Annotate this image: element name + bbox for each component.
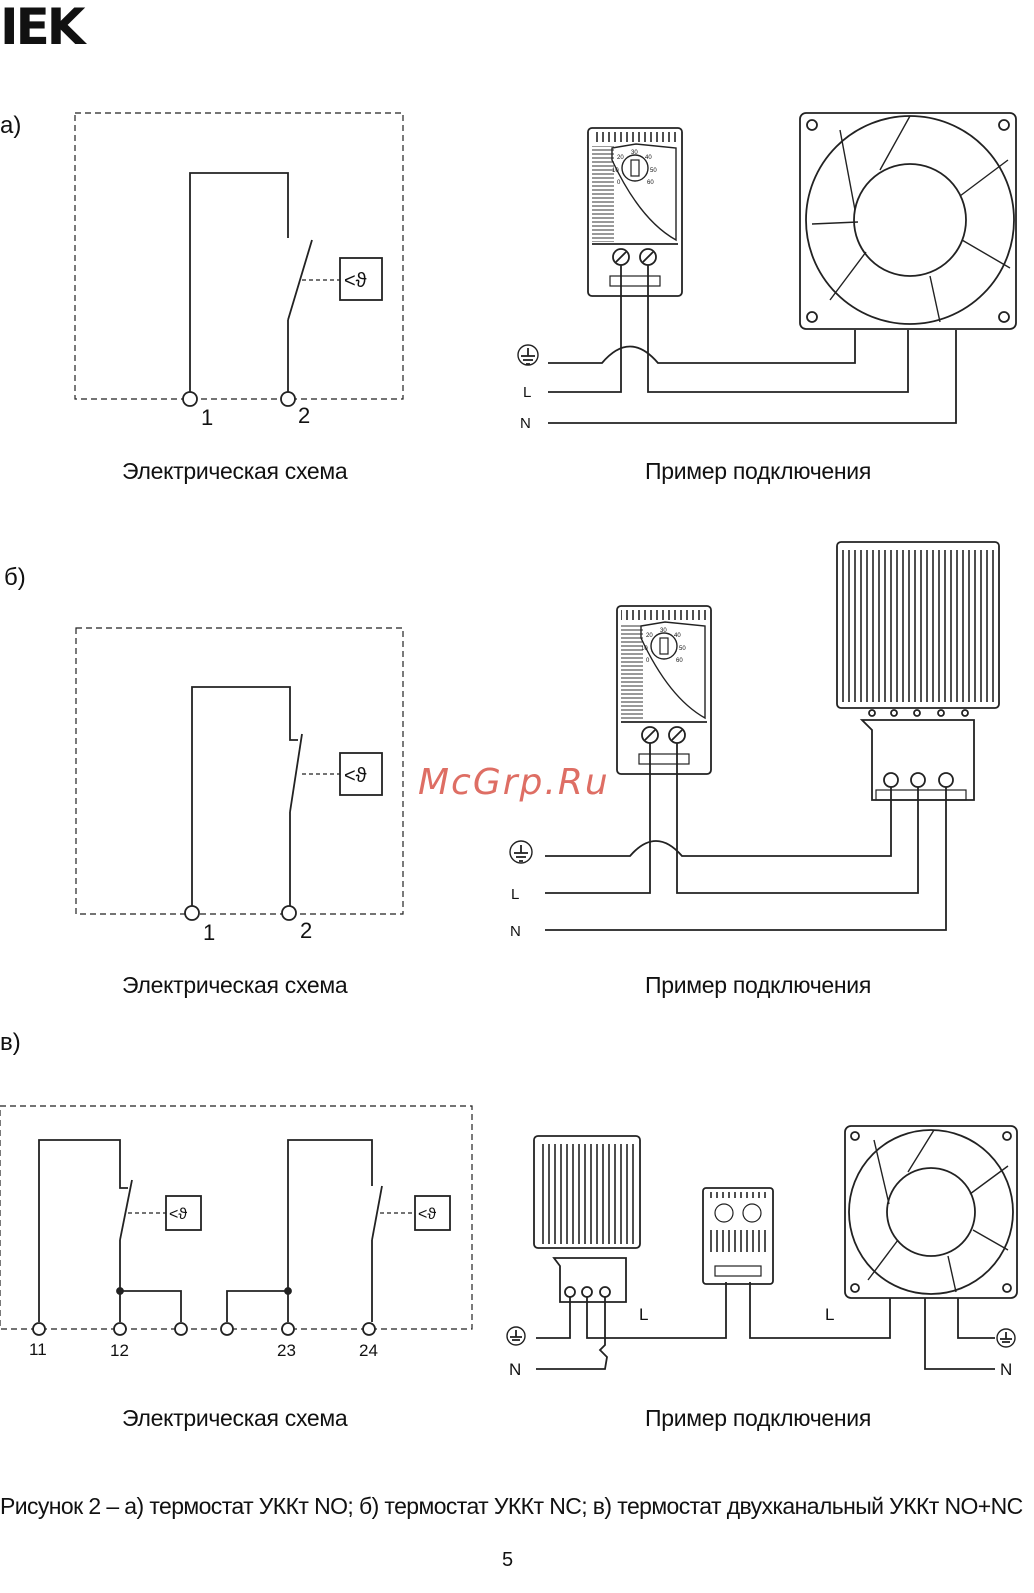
- section-label-a: а): [0, 112, 22, 139]
- thermo-symbol: <ϑ: [169, 1206, 187, 1223]
- terminal-label: 1: [203, 920, 215, 945]
- thermo-sensor-box-2: [414, 1195, 451, 1231]
- fan-device: [799, 112, 1017, 330]
- wire-label: N: [520, 415, 531, 432]
- svg-text:20: 20: [617, 155, 624, 161]
- wire-label: N: [1000, 1360, 1012, 1379]
- svg-text:50: 50: [650, 168, 657, 174]
- connection-a: [517, 112, 1017, 424]
- thermo-symbol: <ϑ: [344, 270, 367, 292]
- thermo-sensor-box: [339, 257, 383, 301]
- wire-label: N: [510, 923, 521, 940]
- wire-label: L: [639, 1305, 648, 1324]
- figure-caption: Рисунок 2 – а) термостат УККт NO; б) тер…: [0, 1493, 1023, 1519]
- terminal-1: [182, 391, 198, 407]
- terminal-1: [184, 905, 200, 921]
- heater-device: [836, 541, 1000, 801]
- enclosure-boundary: [0, 1105, 473, 1330]
- schematic-a: [74, 112, 404, 407]
- svg-text:20: 20: [646, 633, 653, 639]
- terminal-2: [281, 905, 297, 921]
- section-label-v: в): [0, 1029, 21, 1056]
- wire-label: N: [509, 1360, 521, 1379]
- example-caption-b: Пример подключения: [645, 972, 871, 998]
- ground-symbol: [517, 344, 539, 366]
- example-caption-a: Пример подключения: [645, 458, 871, 484]
- svg-text:0: 0: [646, 658, 650, 664]
- wire-label: L: [523, 384, 531, 401]
- dial-scale-b: 30 20 40 10 50 0 60: [641, 628, 686, 664]
- wire-label: L: [825, 1305, 834, 1324]
- thermo-symbol: <ϑ: [344, 765, 367, 787]
- terminal-label: 12: [110, 1341, 129, 1360]
- schematic-v: [0, 1105, 473, 1336]
- terminal-2: [280, 391, 296, 407]
- schema-caption-v: Электрическая схема: [122, 1405, 348, 1431]
- ground-symbol-right: [996, 1328, 1016, 1348]
- enclosure-boundary: [75, 627, 404, 915]
- dial-scale-a: 30 20 40 10 50 0 60: [612, 150, 657, 186]
- watermark: McGrp.Ru: [418, 762, 610, 803]
- example-caption-v: Пример подключения: [645, 1405, 871, 1431]
- svg-text:0: 0: [617, 180, 621, 186]
- schematic-b: [75, 627, 404, 921]
- heater-device: [533, 1135, 641, 1303]
- terminal-label: 1: [201, 405, 213, 430]
- terminal-label: 2: [300, 918, 312, 943]
- svg-text:10: 10: [612, 168, 619, 174]
- svg-text:60: 60: [676, 658, 683, 664]
- svg-text:60: 60: [647, 180, 654, 186]
- nc-contact: [289, 733, 303, 813]
- page-number: 5: [502, 1549, 514, 1571]
- terminal-11: [32, 1322, 46, 1336]
- schema-caption-b: Электрическая схема: [122, 972, 348, 998]
- terminal-12: [113, 1322, 127, 1336]
- no-contact: [287, 239, 313, 321]
- section-label-b: б): [4, 564, 26, 591]
- thermo-sensor-box-1: [165, 1195, 202, 1231]
- ground-symbol-left: [506, 1326, 526, 1346]
- thermo-symbol: <ϑ: [418, 1206, 436, 1223]
- iek-logo: IEK: [0, 0, 85, 56]
- terminal-label: 24: [359, 1341, 378, 1360]
- dual-thermostat-device: [702, 1187, 774, 1285]
- terminal-label: 23: [277, 1341, 296, 1360]
- thermo-sensor-box: [339, 752, 383, 796]
- terminal-24: [362, 1322, 376, 1336]
- svg-text:40: 40: [645, 155, 652, 161]
- svg-text:30: 30: [631, 150, 638, 156]
- ground-symbol: [509, 840, 533, 864]
- wire-label: L: [511, 886, 519, 903]
- schema-caption-a: Электрическая схема: [122, 458, 348, 484]
- connection-b: [509, 541, 1000, 931]
- terminal-label: 11: [29, 1340, 47, 1359]
- svg-text:50: 50: [679, 646, 686, 652]
- connection-v: [506, 1125, 1018, 1370]
- svg-text:10: 10: [641, 646, 648, 652]
- svg-text:30: 30: [660, 628, 667, 634]
- enclosure-boundary: [74, 112, 404, 400]
- svg-text:40: 40: [674, 633, 681, 639]
- terminal-label: 2: [298, 403, 310, 428]
- fan-device: [844, 1125, 1018, 1299]
- terminal-23: [281, 1322, 295, 1336]
